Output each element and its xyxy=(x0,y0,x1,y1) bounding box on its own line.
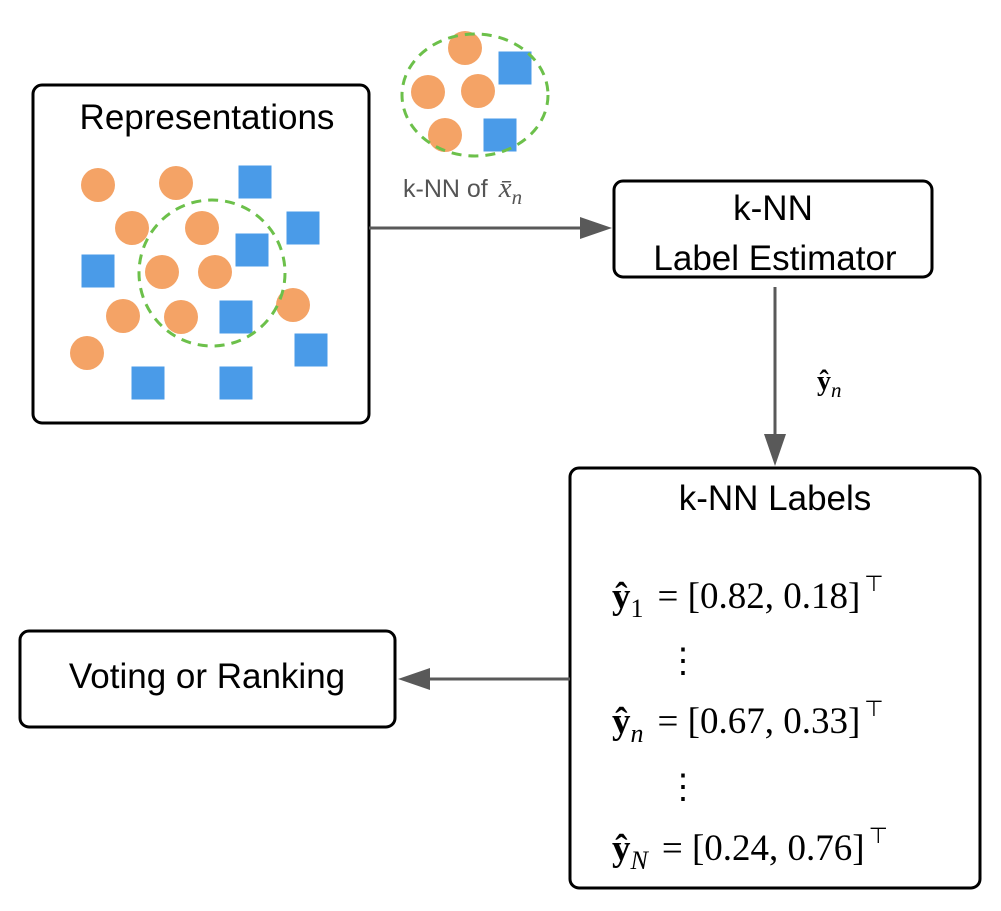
circle-point xyxy=(70,336,104,370)
circle-point xyxy=(448,31,482,65)
square-point xyxy=(483,118,517,152)
knn-cluster xyxy=(400,31,550,158)
circle-point xyxy=(145,255,179,289)
circle-point xyxy=(81,168,115,202)
label-row-2: ŷn= [0.67, 0.33]⊤ xyxy=(612,696,883,748)
square-point xyxy=(238,165,272,199)
estimator-box: k-NN Label Estimator xyxy=(612,179,934,279)
estimator-line2: Label Estimator xyxy=(653,239,897,278)
square-point xyxy=(219,300,253,334)
ellipsis-2: ⋮ xyxy=(666,769,700,806)
knn-of-label: k-NN of x̄n xyxy=(403,172,522,209)
circle-point xyxy=(164,300,198,334)
circle-point xyxy=(106,299,140,333)
circle-point xyxy=(411,75,445,109)
circle-point xyxy=(159,166,193,200)
arrow-to-labels xyxy=(764,287,786,466)
representations-box: Representations xyxy=(31,83,371,425)
square-point xyxy=(219,366,253,400)
estimator-line1: k-NN xyxy=(733,189,813,228)
square-point xyxy=(81,254,115,288)
square-point xyxy=(235,233,269,267)
square-point xyxy=(131,366,165,400)
label-row-1: ŷ1= [0.82, 0.18]⊤ xyxy=(612,571,883,623)
estimate-label: ŷn xyxy=(817,366,842,402)
circle-point xyxy=(198,255,232,289)
label-row-3: ŷN= [0.24, 0.76]⊤ xyxy=(612,823,888,875)
circle-point xyxy=(185,211,219,245)
voting-box: Voting or Ranking xyxy=(18,629,397,729)
cluster-neighborhood xyxy=(400,32,550,158)
representations-title: Representations xyxy=(80,98,335,137)
square-point xyxy=(286,211,320,245)
ellipsis-1: ⋮ xyxy=(666,643,700,680)
arrow-to-estimator xyxy=(369,217,612,239)
labels-title: k-NN Labels xyxy=(679,479,872,518)
square-point xyxy=(294,333,328,367)
labels-box: k-NN Labels ŷ1= [0.82, 0.18]⊤ ⋮ ŷn= [0.6… xyxy=(568,466,982,890)
representation-points xyxy=(70,165,328,400)
circle-point xyxy=(461,74,495,108)
circle-point xyxy=(428,118,462,152)
voting-label: Voting or Ranking xyxy=(69,657,345,696)
circle-point xyxy=(276,288,310,322)
circle-point xyxy=(115,211,149,245)
square-point xyxy=(498,51,532,85)
neighborhood-circle xyxy=(137,198,287,348)
arrow-to-voting xyxy=(398,668,570,690)
